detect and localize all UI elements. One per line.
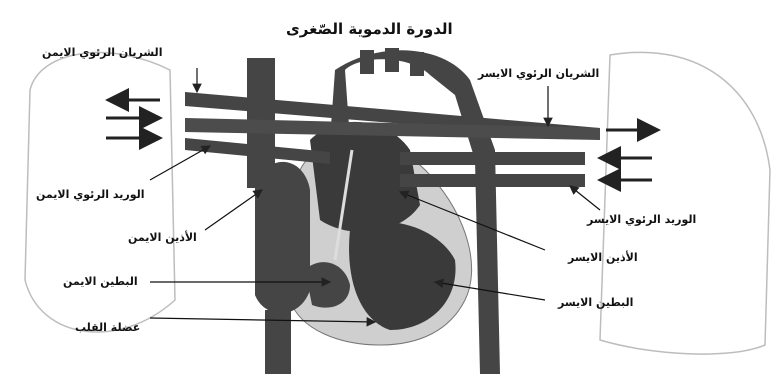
aortic-branch-1 — [360, 50, 374, 74]
leader-right-pulmonary-vein — [150, 146, 210, 180]
label-left-pulmonary-artery: الشريان الرئوي الايسر — [478, 68, 599, 79]
label-left-ventricle: البطين الايسر — [558, 297, 633, 308]
aortic-branch-3 — [410, 52, 424, 76]
right-atrium-shape — [255, 162, 310, 313]
leader-right-atrium — [205, 190, 262, 230]
label-right-pulmonary-vein: الوريد الرئوي الايمن — [36, 189, 145, 200]
label-right-pulmonary-artery: الشريان الرئوي الايمن — [42, 47, 162, 58]
diagram-title: الدورة الدموية الصّغرى — [286, 22, 453, 37]
leader-left-pulmonary-vein — [570, 186, 600, 210]
label-left-pulmonary-vein: الوريد الرئوي الايسر — [587, 214, 696, 225]
left-pulmonary-vein-band-1 — [400, 152, 585, 165]
left-pulmonary-vein-band-2 — [400, 174, 585, 187]
aortic-branch-2 — [385, 48, 399, 72]
label-heart-muscle: عضلة القلب — [75, 322, 140, 333]
label-left-atrium: الأذين الايسر — [568, 252, 638, 263]
label-right-ventricle: البطين الايمن — [63, 276, 138, 287]
label-right-atrium: الأذين الايمن — [128, 232, 197, 243]
